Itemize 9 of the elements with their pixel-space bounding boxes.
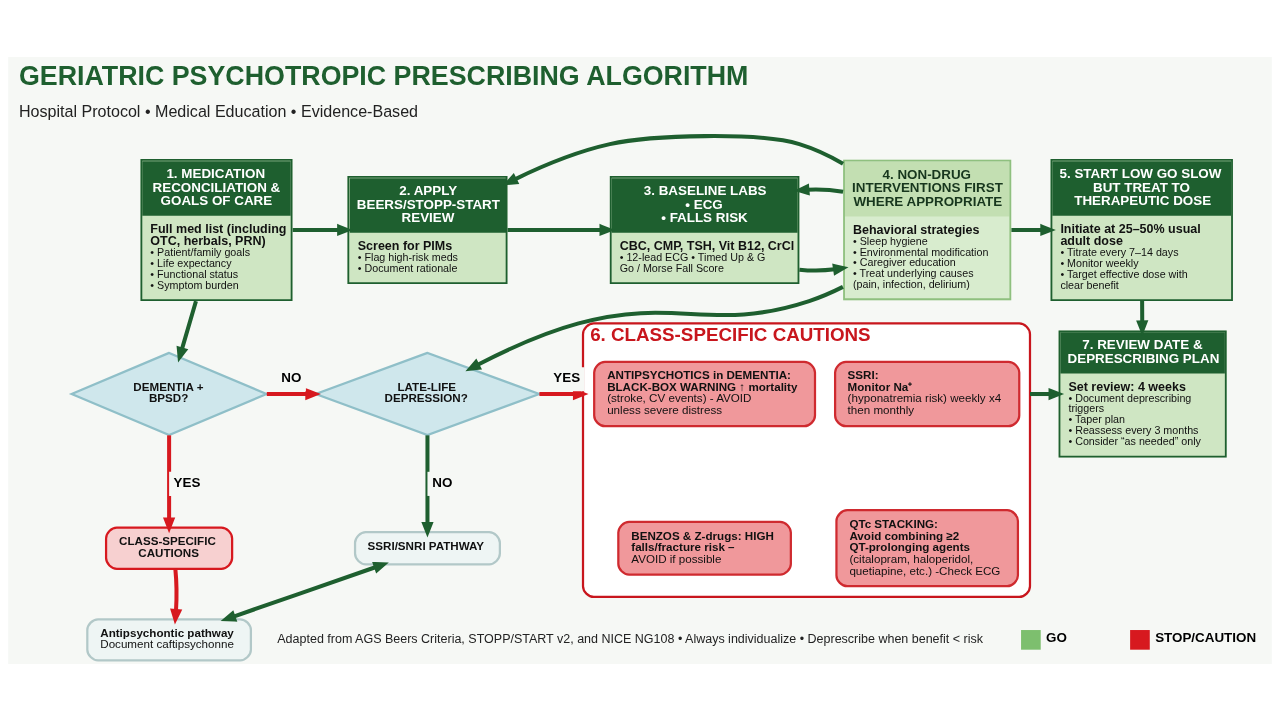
edge-label: YES xyxy=(173,474,201,490)
caption: Adapted from AGS Beers Criteria, STOPP/START v2, and NICE NG108 • Always individualize • Deprescribe when benefit < risk xyxy=(277,631,983,646)
legend-label: GO xyxy=(1046,629,1067,645)
label: Hospital Protocol • Medical Education • Evidence-Based xyxy=(18,101,419,120)
edge-label: NO xyxy=(432,474,453,490)
edge-label: NO xyxy=(281,369,302,385)
diagram-title: GERIATRIC PSYCHOTROPIC PRESCRIBING ALGORITHM xyxy=(18,60,749,91)
edge-label: YES xyxy=(553,369,581,385)
legend-label: STOP/CAUTION xyxy=(1155,629,1257,645)
